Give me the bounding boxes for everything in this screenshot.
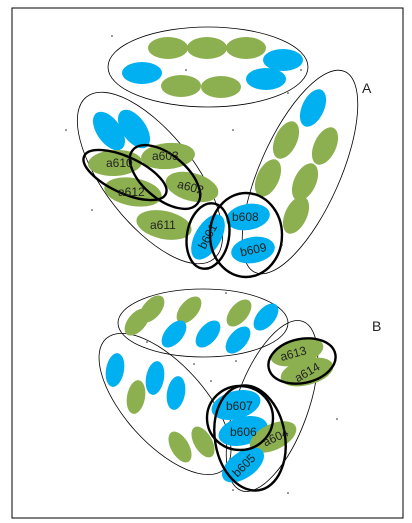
oval-blue (246, 68, 286, 90)
label-b606: b606 (230, 425, 257, 439)
oval-green (161, 75, 201, 97)
oval-green (226, 37, 266, 59)
oval-blue (263, 49, 303, 71)
oval-green (268, 117, 305, 163)
oval-blue (164, 375, 188, 412)
label-a603: a603 (152, 149, 179, 163)
oval-green (201, 76, 241, 98)
oval-blue (122, 62, 162, 84)
oval-blue (143, 360, 167, 397)
oval-green (222, 295, 256, 331)
panel-label-b: B (372, 318, 381, 334)
panel-label-a: A (362, 80, 372, 96)
oval-blue (191, 316, 225, 352)
oval-green (187, 37, 227, 59)
oval-green (278, 192, 315, 238)
panel-a: a603 a610 a602 a612 a611 b601 b608 b609 … (51, 27, 381, 289)
oval-blue (221, 322, 255, 358)
label-b608: b608 (232, 210, 259, 224)
oval-green (164, 428, 197, 466)
label-b607: b607 (226, 399, 253, 413)
label-a610: a610 (106, 156, 133, 170)
label-a612: a612 (118, 185, 145, 199)
speckles (65, 35, 338, 494)
oval-green (124, 379, 148, 416)
oval-green (307, 123, 344, 169)
label-a611: a611 (150, 218, 176, 232)
oval-blue (295, 85, 332, 131)
oval-green (148, 37, 188, 59)
oval-blue (103, 352, 127, 389)
panel-b: a613 a614 b607 b606 a604 b605 B (76, 289, 381, 503)
group-outline-left-a (51, 69, 249, 287)
